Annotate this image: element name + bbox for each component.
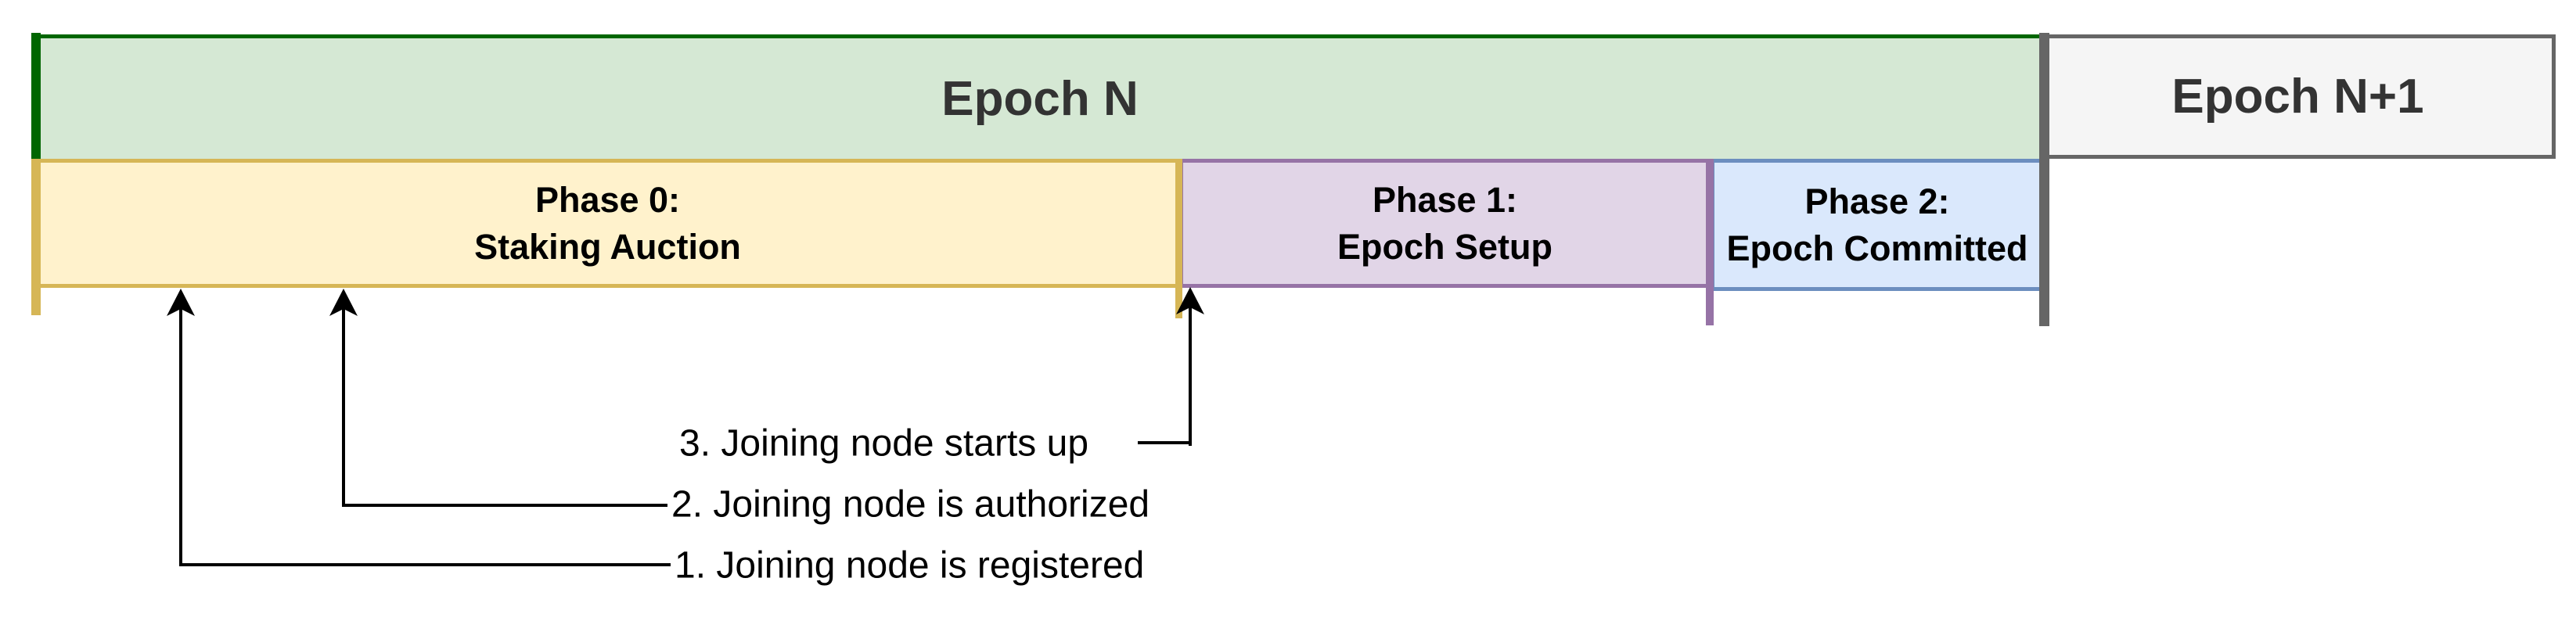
annotation-node-starts-up: 3. Joining node starts up xyxy=(679,422,1089,465)
arrow-1-up-head-icon xyxy=(167,289,195,316)
phase-2-title: Phase 2: xyxy=(1804,181,1950,222)
phase-2-start-line xyxy=(1706,159,1714,325)
epoch-n1-start-line xyxy=(2039,33,2049,326)
phase-1-start-line xyxy=(1175,159,1182,318)
arrow-2-vertical-line xyxy=(342,307,345,507)
phase-2-subtitle: Epoch Committed xyxy=(1726,228,2028,268)
arrow-1-vertical-line xyxy=(179,307,182,566)
epoch-n-start-line xyxy=(31,33,41,159)
annotation-node-authorized: 2. Joining node is authorized xyxy=(671,483,1150,526)
arrow-2-up-head-icon xyxy=(329,289,358,316)
annotation-node-registered: 1. Joining node is registered xyxy=(675,544,1145,587)
phase-1-subtitle: Epoch Setup xyxy=(1337,226,1552,267)
epoch-n-box: Epoch N xyxy=(36,34,2044,159)
arrow-3-up-head-icon xyxy=(1176,287,1204,314)
epoch-n1-box: Epoch N+1 xyxy=(2044,34,2556,159)
epoch-n-label: Epoch N xyxy=(941,71,1139,126)
phase-2-box: Phase 2: Epoch Committed xyxy=(1711,159,2044,291)
phase-0-subtitle: Staking Auction xyxy=(474,226,741,267)
epoch-n1-label: Epoch N+1 xyxy=(2171,70,2424,124)
phase-1-title: Phase 1: xyxy=(1372,180,1518,221)
phase-1-box: Phase 1: Epoch Setup xyxy=(1179,159,1711,288)
arrow-2-horizontal-line xyxy=(342,504,667,507)
phase-0-title: Phase 0: xyxy=(534,180,681,221)
phase-0-start-line xyxy=(31,159,41,315)
phase-0-box: Phase 0: Staking Auction xyxy=(36,159,1179,288)
arrow-3-vertical-line xyxy=(1189,305,1192,446)
arrow-1-horizontal-line xyxy=(179,563,671,566)
arrow-3-horizontal-line xyxy=(1138,441,1192,444)
